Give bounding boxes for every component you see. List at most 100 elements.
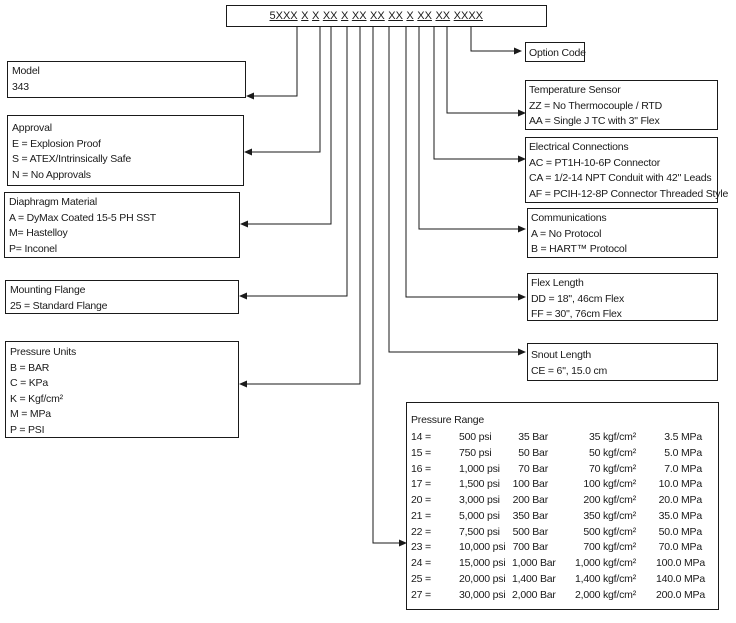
pressure-range-cell: 100 kgf/cm² — [583, 478, 636, 491]
pressure-range-cell: 500 Bar — [512, 525, 549, 538]
pressure-units-line: C = KPa — [10, 377, 48, 389]
pressure-range-cell: 10.0 MPa — [658, 478, 703, 491]
pressure-range-cell: 35 Bar — [518, 431, 548, 443]
wire-diaphragm — [240, 27, 332, 228]
diaphragm-line: A = DyMax Coated 15-5 PH SST — [9, 211, 157, 224]
wire-mounting — [239, 27, 348, 300]
model-code-segment: XX — [370, 10, 385, 22]
model-line: 343 — [12, 80, 29, 93]
pressure-range-cell: 23 = — [411, 541, 431, 554]
pressure-range-cell: 70 Bar — [518, 462, 548, 475]
snout-box: Snout Length CE = 6", 15.0 cm — [527, 343, 718, 381]
diaphragm-title: Diaphragm Material — [9, 196, 98, 208]
pressure-range-cell: 1,500 psi — [459, 478, 500, 491]
wire-communications — [418, 27, 526, 233]
pressure-range-cell: 35.0 MPa — [658, 509, 703, 522]
electrical-line: CA = 1/2-14 NPT Conduit with 42" Leads — [529, 172, 712, 184]
model-code-segment: XX — [351, 10, 367, 22]
temperature-title: Temperature Sensor — [529, 84, 621, 96]
pressure-range-cell: 25 = — [411, 572, 431, 585]
pressure-range-cell: 5.0 MPa — [664, 446, 702, 459]
temperature-box: Temperature Sensor ZZ = No Thermocouple … — [525, 80, 718, 130]
model-code-segment: X — [311, 10, 320, 22]
approval-line: E = Explosion Proof — [12, 137, 101, 150]
wire-pressure-range — [372, 27, 407, 547]
flex-line: DD = 18", 46cm Flex — [531, 292, 625, 305]
mounting-box: Mounting Flange 25 = Standard Flange — [5, 280, 239, 314]
pressure-range-cell: 1,000 kgf/cm² — [574, 557, 636, 569]
communications-line: B = HART™ Protocol — [531, 243, 627, 255]
diaphragm-box: Diaphragm Material A = DyMax Coated 15-5… — [4, 192, 240, 258]
model-code-segment: 5XXX — [269, 10, 298, 22]
pressure-range-cell: 20,000 psi — [459, 572, 506, 585]
pressure-units-line: M = MPa — [10, 408, 51, 420]
pressure-range-cell: 70 kgf/cm² — [588, 462, 636, 475]
pressure-range-cell: 100.0 MPa — [656, 557, 705, 569]
pressure-range-cell: 14 = — [411, 431, 431, 443]
pressure-range-cell: 1,000 Bar — [512, 557, 556, 569]
flex-line: FF = 30", 76cm Flex — [531, 308, 622, 320]
mounting-title: Mounting Flange — [10, 284, 86, 296]
wire-model — [246, 27, 298, 100]
wire-flex — [405, 27, 526, 301]
model-title: Model — [12, 65, 40, 77]
pressure-units-line: P = PSI — [10, 423, 45, 436]
pressure-range-cell: 1,400 kgf/cm² — [574, 572, 636, 585]
pressure-units-box: Pressure Units B = BAR C = KPa K = Kgf/c… — [5, 341, 239, 438]
electrical-line: AC = PT1H-10-6P Connector — [529, 156, 661, 169]
snout-title: Snout Length — [531, 349, 592, 361]
option-code-title: Option Code — [529, 47, 586, 59]
wire-option-code — [470, 27, 522, 55]
pressure-range-cell: 30,000 psi — [459, 588, 506, 601]
diaphragm-line: P= Inconel — [9, 242, 57, 255]
model-code-segment: XX — [417, 10, 432, 22]
communications-box: Communications A = No Protocol B = HART™… — [527, 208, 718, 258]
pressure-range-cell: 350 kgf/cm² — [583, 509, 636, 522]
pressure-range-cell: 50 Bar — [518, 446, 548, 459]
pressure-range-cell: 350 Bar — [512, 509, 549, 522]
model-code-segment: XX — [388, 10, 403, 22]
pressure-range-cell: 17 = — [411, 478, 431, 491]
pressure-range-cell: 500 psi — [459, 431, 492, 443]
temperature-line: AA = Single J TC with 3" Flex — [529, 115, 660, 127]
approval-box: Approval E = Explosion Proof S = ATEX/In… — [7, 115, 244, 186]
pressure-range-cell: 1,400 Bar — [512, 572, 556, 585]
pressure-range-cell: 200 Bar — [512, 494, 549, 506]
mounting-line: 25 = Standard Flange — [10, 299, 108, 312]
pressure-range-cell: 700 kgf/cm² — [583, 541, 636, 554]
pressure-range-cell: 100 Bar — [512, 478, 549, 491]
pressure-range-cell: 5,000 psi — [459, 509, 500, 522]
wire-pressure-units — [239, 27, 361, 388]
pressure-range-title: Pressure Range — [411, 414, 485, 426]
pressure-units-line: B = BAR — [10, 361, 50, 374]
pressure-range-cell: 20.0 MPa — [658, 494, 703, 506]
pressure-range-cell: 15,000 psi — [459, 557, 506, 569]
pressure-units-line: K = Kgf/cm² — [10, 392, 63, 405]
model-code-segment: X — [341, 10, 349, 22]
model-code-segment: XX — [435, 10, 451, 22]
pressure-range-cell: 27 = — [411, 588, 431, 601]
pressure-range-cell: 3.5 MPa — [664, 431, 702, 443]
pressure-range-box: Pressure Range — [406, 402, 719, 610]
pressure-range-cell: 50 kgf/cm² — [588, 446, 636, 459]
flex-box: Flex Length DD = 18", 46cm Flex FF = 30"… — [527, 273, 718, 321]
pressure-range-cell: 200 kgf/cm² — [583, 494, 636, 506]
pressure-range-cell: 15 = — [411, 446, 431, 459]
communications-title: Communications — [531, 212, 607, 224]
approval-line: S = ATEX/Intrinsically Safe — [12, 153, 132, 165]
pressure-units-title: Pressure Units — [10, 346, 77, 358]
pressure-range-cell: 7.0 MPa — [664, 462, 702, 475]
wire-temperature — [446, 27, 526, 117]
wire-snout — [388, 27, 526, 356]
pressure-range-cell: 3,000 psi — [459, 494, 500, 506]
approval-title: Approval — [12, 122, 52, 134]
model-code-segment: X — [406, 10, 414, 22]
diaphragm-line: M= Hastelloy — [9, 227, 68, 239]
pressure-range-cell: 500 kgf/cm² — [583, 525, 636, 538]
option-code-box: Option Code — [525, 42, 586, 62]
pressure-range-cell: 35 kgf/cm² — [588, 431, 636, 443]
electrical-line: AF = PCIH-12-8P Connector Threaded Style — [529, 187, 729, 200]
electrical-box: Electrical Connections AC = PT1H-10-6P C… — [525, 137, 729, 203]
model-box: Model 343 — [7, 61, 246, 98]
